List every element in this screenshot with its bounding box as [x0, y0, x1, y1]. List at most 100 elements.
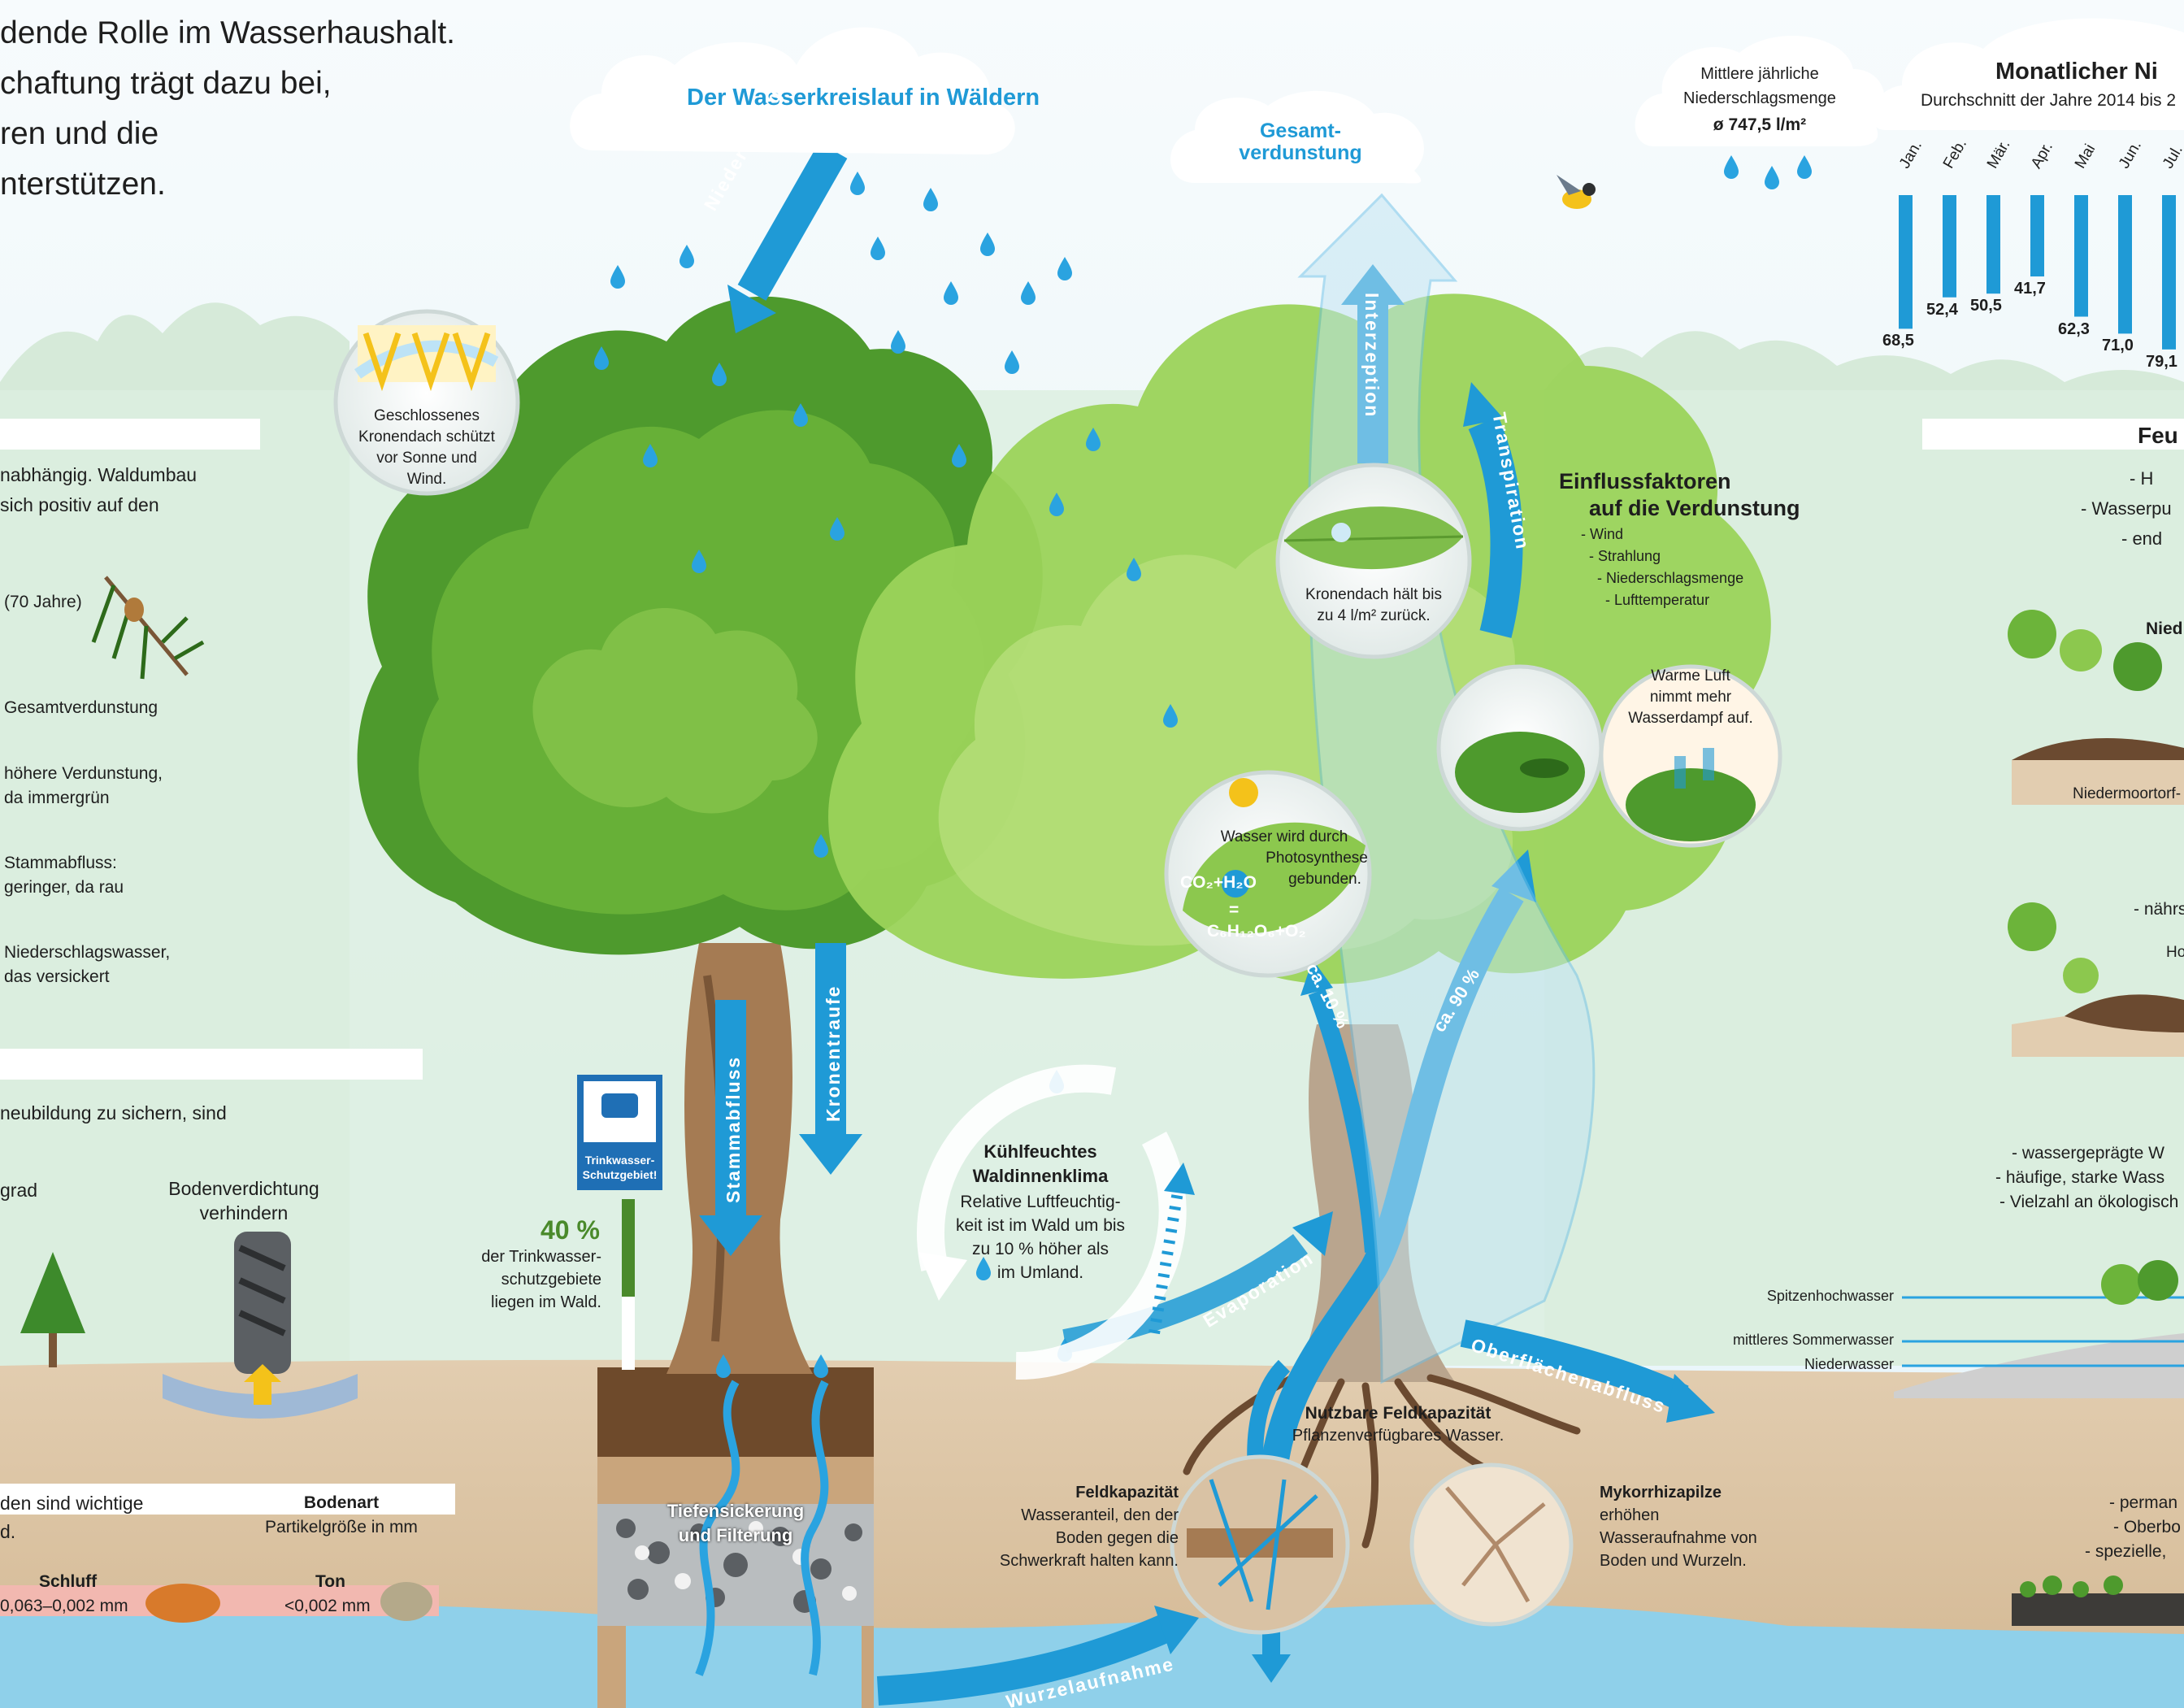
monthly-bar-0 — [1899, 195, 1913, 329]
circle-transpiration — [1436, 664, 1604, 832]
feld-body-2: Boden gegen die — [1055, 1529, 1179, 1547]
right-haeufig: - häufige, starke Wass — [1995, 1168, 2165, 1187]
trinkwasser-sign — [577, 1075, 662, 1370]
right-feu: Feu — [2138, 423, 2178, 448]
photosynthese-text-2: Photosynthese — [1266, 850, 1368, 867]
circle-photosynthese — [1164, 770, 1372, 978]
right-niederwasser: Niederwasser — [1804, 1356, 1894, 1372]
left-stamm-1: Stammabfluss: — [4, 854, 117, 872]
right-landscape-2 — [2008, 902, 2184, 1057]
formula-bottom: C₆H₁₂O₆+O₂ — [1207, 922, 1306, 941]
month-value-6: 79,1 — [2146, 352, 2177, 371]
right-naehr: - nährstoff- — [2134, 900, 2184, 919]
left-boden-2: d. — [0, 1521, 16, 1542]
kronendach-text-3: vor Sonne und — [376, 450, 477, 467]
tiefen-title-1: Tiefensickerung — [666, 1501, 805, 1521]
right-landscape-3 — [2012, 1575, 2184, 1626]
left-band-1 — [0, 419, 260, 450]
trinkwasser-body-3: liegen im Wald. — [491, 1293, 601, 1311]
month-value-0: 68,5 — [1882, 332, 1914, 350]
feld-title: Feldkapazität — [1075, 1484, 1179, 1502]
klima-body-3: zu 10 % höher als — [971, 1240, 1109, 1258]
right-perman: - perman — [2109, 1493, 2178, 1512]
intro-line-1: dende Rolle im Wasserhaushalt. — [0, 15, 455, 50]
nutzbar-title: Nutzbare Feldkapazität — [1305, 1404, 1491, 1423]
photosynthese-text-3: gebunden. — [1288, 871, 1361, 888]
right-end: - end — [2121, 528, 2163, 549]
intro-line-4: nterstützen. — [0, 167, 166, 202]
right-speziell: - spezielle, — [2085, 1542, 2167, 1561]
circle-kronendach — [333, 309, 520, 496]
feld-body-1: Wasseranteil, den der — [1021, 1506, 1179, 1524]
soil-compaction-figure — [163, 1232, 358, 1419]
precip-value: ø 747,5 l/m² — [1713, 115, 1807, 134]
monthly-bar-6 — [2162, 195, 2176, 350]
right-wasserg: - wassergeprägte W — [2012, 1144, 2164, 1163]
soil-profile — [597, 1367, 874, 1708]
trinkwasser-sign-2: Schutzgebiet! — [582, 1168, 658, 1181]
right-spitzen: Spitzenhochwasser — [1766, 1288, 1894, 1304]
einfluss-item-3: - Niederschlagsmenge — [1597, 570, 1744, 586]
intro-line-3: ren und die — [0, 116, 159, 151]
klima-title-1: Kühlfeuchtes — [983, 1141, 1097, 1162]
month-value-5: 71,0 — [2102, 337, 2134, 355]
circle-mykorrhiza — [1409, 1462, 1574, 1627]
left-p1-1: nabhängig. Waldumbau — [0, 464, 198, 485]
cloud-main — [570, 27, 1015, 154]
monthly-bar-5 — [2118, 195, 2132, 334]
right-band-1 — [1922, 419, 2184, 450]
transpiration-arrow — [1463, 382, 1523, 638]
bodenart-sub: Partikelgröße in mm — [265, 1518, 418, 1536]
left-band-3 — [0, 1484, 455, 1515]
label-interzeption: Interzeption — [1361, 293, 1383, 419]
einfluss-title-2: auf die Verdunstung — [1589, 496, 1800, 520]
trinkwasser-sign-1: Trinkwasser- — [584, 1154, 655, 1167]
cloud-precip — [1635, 35, 1885, 146]
left-hoehere-2: da immergrün — [4, 789, 110, 807]
pine-branch — [91, 576, 205, 680]
left-neubildung: neubildung zu sichern, sind — [0, 1102, 227, 1123]
formula-eq: = — [1229, 901, 1240, 919]
right-niedermoor: Niedermoortorf- — [2073, 785, 2182, 802]
kronendach-text-4: Wind. — [406, 471, 447, 488]
right-mittleres: mittleres Sommerwasser — [1732, 1332, 1894, 1348]
feld-body-3: Schwerkraft halten kann. — [999, 1552, 1179, 1570]
precip-line-1: Mittlere jährliche — [1700, 65, 1819, 83]
niederschlag-arrow — [727, 142, 848, 333]
kronendach-text-2: Kronendach schützt — [358, 428, 495, 445]
einfluss-title-1: Einflussfaktoren — [1559, 469, 1731, 493]
right-h: - H — [2130, 468, 2154, 489]
left-verdichtung-2: verhindern — [199, 1202, 289, 1223]
myko-body-2: Wasseraufnahme von — [1600, 1529, 1757, 1547]
nutzbar-body: Pflanzenverfügbares Wasser. — [1292, 1427, 1504, 1445]
trinkwasser-body-2: schutzgebiete — [501, 1271, 601, 1289]
einfluss-item-2: - Strahlung — [1589, 548, 1661, 564]
month-value-4: 62,3 — [2058, 319, 2090, 338]
soil-samples — [145, 1582, 432, 1623]
cloud-evap-line-2: verdunstung — [1239, 141, 1362, 164]
intro-line-2: chaftung trägt dazu bei, — [0, 66, 332, 101]
left-grad: grad — [0, 1180, 38, 1201]
ton-label: Ton — [315, 1572, 345, 1591]
month-value-1: 52,4 — [1926, 300, 1958, 319]
bird-icon — [1557, 175, 1596, 209]
left-nieder-1: Niederschlagswasser, — [4, 943, 171, 962]
left-band-2 — [0, 1049, 423, 1080]
myko-title: Mykorrhizapilze — [1600, 1484, 1722, 1502]
left-verdichtung-1: Bodenverdichtung — [168, 1178, 319, 1199]
interzeption-text-2: zu 4 l/m² zurück. — [1317, 607, 1431, 624]
wurzelaufnahme-arrow — [876, 1606, 1199, 1706]
klima-body-1: Relative Luftfeuchtig- — [960, 1193, 1121, 1211]
monthly-precipitation-bars — [1899, 195, 2176, 350]
trinkwasser-percent: 40 % — [541, 1215, 600, 1245]
interzeption-text-1: Kronendach hält bis — [1305, 586, 1442, 603]
month-value-2: 50,5 — [1970, 297, 2002, 315]
right-nied: Nied — [2146, 619, 2183, 638]
warme-luft-text-2: nimmt mehr — [1649, 689, 1732, 706]
precip-line-2: Niederschlagsmenge — [1683, 89, 1836, 107]
month-value-3: 41,7 — [2014, 280, 2046, 298]
bodenart-title: Bodenart — [303, 1493, 380, 1512]
kronendach-text-1: Geschlossenes — [374, 407, 480, 424]
